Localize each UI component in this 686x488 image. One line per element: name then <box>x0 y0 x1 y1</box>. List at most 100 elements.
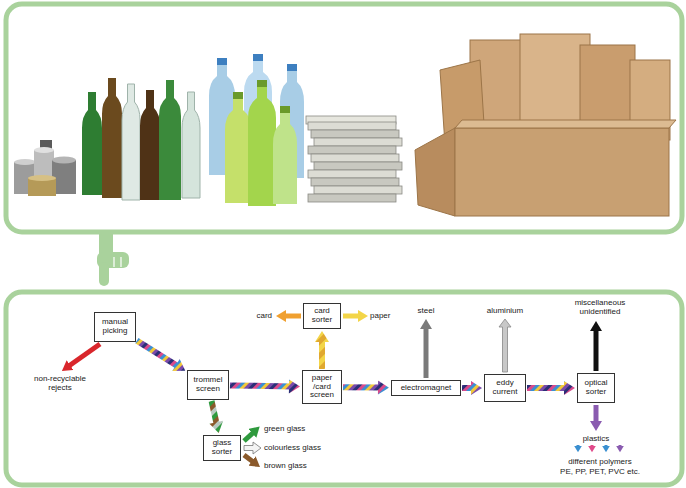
output-arrow <box>66 344 100 368</box>
plastic-bottles <box>253 54 263 61</box>
output-arrow <box>281 314 301 319</box>
output-arrow <box>594 405 599 426</box>
output-arrow <box>244 430 256 441</box>
newspaper-stack <box>314 162 402 170</box>
metal-cans <box>28 175 56 181</box>
arrow-head <box>209 421 223 433</box>
arrow-head <box>471 381 482 395</box>
output-arrow <box>244 442 261 454</box>
output-label: brown glass <box>264 461 334 470</box>
box-label: card sorter <box>307 307 337 325</box>
flow-arrow-shaft <box>319 339 325 369</box>
flow-arrow <box>137 341 185 371</box>
glass-bottles <box>159 80 181 200</box>
output-arrow <box>605 445 608 449</box>
process-box: paper /card screen <box>302 370 342 404</box>
newspaper-stack <box>308 122 396 130</box>
newspaper-stack <box>311 154 399 162</box>
plastic-bottles <box>225 98 251 203</box>
output-label: aluminium <box>480 306 530 315</box>
metal-cans <box>14 140 76 196</box>
flow-arrow-shaft <box>212 401 217 425</box>
output-arrow <box>619 445 622 449</box>
output-label: colourless glass <box>264 443 344 452</box>
metal-cans <box>14 159 36 165</box>
newspaper-stack <box>311 130 399 138</box>
output-label: paper <box>370 311 400 320</box>
cardboard-box <box>455 120 676 128</box>
box-label: trommel screen <box>191 376 225 394</box>
panel-frame <box>6 292 682 485</box>
process-box: card sorter <box>303 303 341 329</box>
box-label: optical sorter <box>581 379 611 397</box>
box-label: electromagnet <box>395 384 457 393</box>
plastic-bottles <box>280 106 290 113</box>
output-arrow <box>66 316 620 464</box>
flow-arrow <box>230 379 300 393</box>
plastic-bottles <box>248 86 276 206</box>
glass-bottles <box>102 78 122 198</box>
process-box: glass sorter <box>203 435 241 461</box>
output-arrow <box>343 314 363 319</box>
arrow-head <box>564 381 575 395</box>
newspaper-stack <box>306 116 402 202</box>
cardboard-box <box>455 128 669 216</box>
flow-arrow-shaft <box>527 385 567 391</box>
plastic-bottles <box>287 64 297 71</box>
process-box: optical sorter <box>577 373 615 403</box>
flow-arrow <box>209 401 223 433</box>
newspaper-stack <box>308 146 396 154</box>
box-label: glass sorter <box>207 439 237 457</box>
plastic-bottles <box>209 54 304 206</box>
process-box: trommel screen <box>187 370 229 400</box>
output-label: green glass <box>264 424 334 433</box>
arrow-head <box>378 381 389 395</box>
glass-bottles <box>140 90 160 200</box>
output-arrow <box>244 455 256 464</box>
output-arrow <box>424 324 429 378</box>
glass-bottles <box>122 84 140 200</box>
metal-cans <box>52 157 76 164</box>
output-label: miscellaneous unidentified <box>560 298 640 316</box>
plastic-bottles <box>217 58 227 65</box>
output-arrow <box>594 326 599 371</box>
box-label: paper /card screen <box>306 374 338 401</box>
output-label: non-recyclable rejects <box>27 374 93 392</box>
output-label: different polymers <box>545 457 655 466</box>
flow-arrow <box>462 381 482 395</box>
output-label: PE, PP, PET, PVC etc. <box>545 467 655 476</box>
output-label: steel <box>406 306 446 315</box>
output-arrow <box>499 319 511 372</box>
arrow-head <box>289 379 300 393</box>
flow-arrow-shaft <box>343 384 381 390</box>
flow-arrow <box>527 381 575 395</box>
connector-group <box>137 331 575 433</box>
pointing-hand <box>99 262 109 286</box>
output-arrow <box>577 445 580 449</box>
newspaper-stack <box>314 138 402 146</box>
plastic-bottles <box>273 112 297 204</box>
flow-arrow <box>315 331 329 369</box>
glass-bottles <box>182 92 200 198</box>
process-box: manual picking <box>94 312 136 342</box>
flow-arrow-shaft <box>137 341 179 367</box>
pointing-hand <box>97 232 129 286</box>
cardboard-box <box>415 128 455 216</box>
process-box: electromagnet <box>391 380 461 396</box>
output-arrow <box>591 445 594 449</box>
newspaper-stack <box>308 194 396 202</box>
flow-arrow-shaft <box>230 385 292 386</box>
glass-bottles <box>82 78 200 200</box>
box-label: eddy current <box>488 379 522 397</box>
cardboard-box <box>415 34 676 216</box>
newspaper-stack <box>311 178 399 186</box>
panel-frame <box>6 4 682 232</box>
panel-frame <box>6 4 682 485</box>
plastic-bottles <box>233 92 243 99</box>
newspaper-stack <box>314 186 402 194</box>
flow-arrow <box>343 381 389 395</box>
